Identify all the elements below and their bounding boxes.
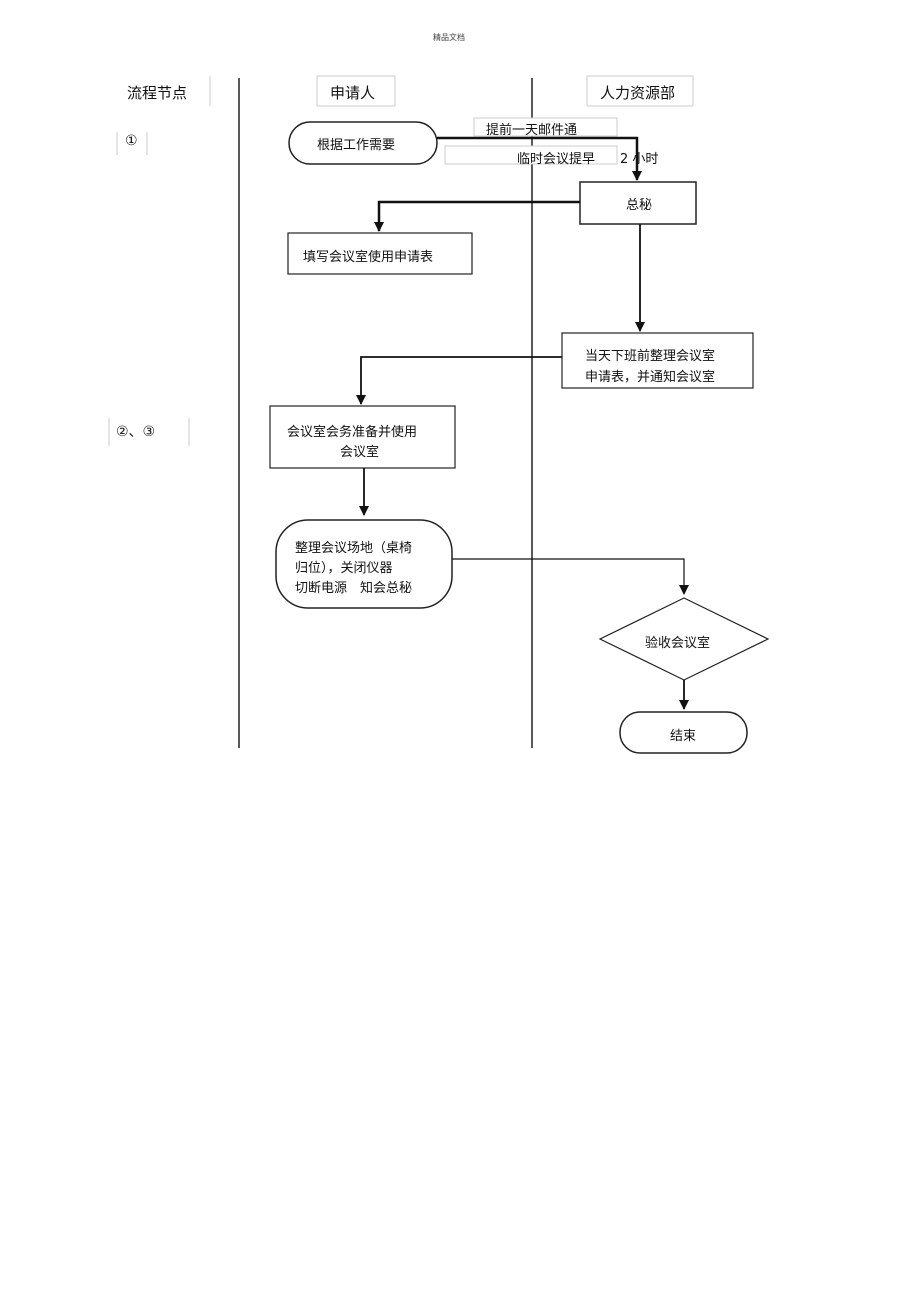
arrow-cleanup-to-inspect [452,558,689,595]
column-header-hr: 人力资源部 [600,84,676,102]
step-cleanup-line1: 整理会议场地（桌椅 [295,541,413,556]
step-cleanup-line2: 归位），关闭仪器 [295,561,393,576]
step-secretary-label: 总秘 [626,198,653,213]
start-terminator [288,121,438,165]
column-header-applicant: 申请人 [330,84,376,102]
step-prepare-line1: 会议室会务准备并使用 [287,425,418,440]
applicant-header-box [316,75,396,107]
note-temp: 临时会议提早 [517,152,596,167]
arrow-secretary-to-form [374,200,580,232]
email-note-box [473,117,618,137]
step-prepare-line2: 会议室 [340,445,380,460]
note-hours: 2 小时 [620,152,659,167]
organize-box [561,332,754,389]
node-label-2-3: ②、③ [116,424,156,440]
step-organize-line1: 当天下班前整理会议室 [585,349,716,364]
step-organize-line2: 申请表，并通知会议室 [585,370,716,385]
node-label-1: ① [125,133,138,149]
cleanup-terminator [275,519,453,609]
arrow-organize-to-prepare [356,356,562,405]
step-start-label: 根据工作需要 [317,138,396,153]
hr-header-box [586,75,694,107]
end-terminator [619,711,748,754]
step-fill-form-label: 填写会议室使用申请表 [303,250,434,265]
step-end-label: 结束 [670,729,697,744]
prepare-box [269,405,456,469]
step-inspect-label: 验收会议室 [645,636,711,651]
column-header-nodes: 流程节点 [127,84,188,102]
note-email: 提前一天邮件通 [486,123,578,138]
step-cleanup-line3: 切断电源 知会总秘 [295,581,413,596]
page-header: 精品文档 [433,33,465,42]
arrow-start-to-secretary [437,136,642,181]
temp-note-box [444,145,618,165]
fill-form-box [287,232,473,275]
